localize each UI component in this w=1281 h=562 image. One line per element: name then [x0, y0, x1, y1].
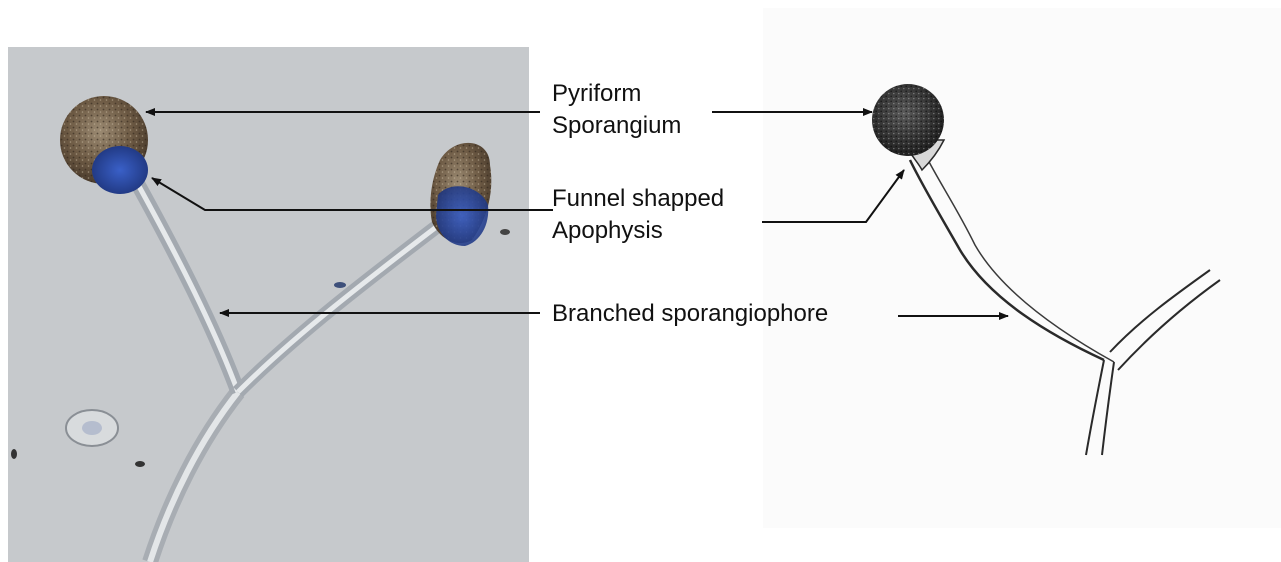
- label-branched-sporangiophore: Branched sporangiophore: [552, 300, 828, 328]
- left-apophysis: [92, 146, 148, 194]
- label-apophysis: Apophysis: [552, 217, 663, 245]
- label-sporangium: Sporangium: [552, 112, 681, 140]
- drawing-background: [763, 8, 1281, 528]
- label-pyriform: Pyriform: [552, 80, 641, 108]
- drawing-panel: [763, 8, 1281, 528]
- label-funnel-shapped: Funnel shapped: [552, 185, 724, 213]
- micrograph-panel: [8, 47, 529, 562]
